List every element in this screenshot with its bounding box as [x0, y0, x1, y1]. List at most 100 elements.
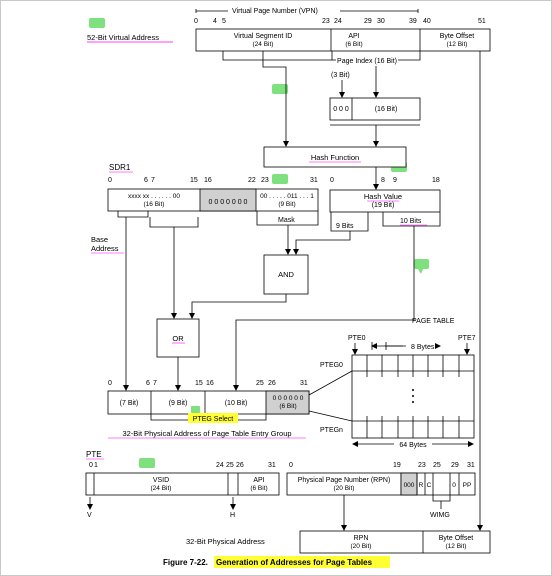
sdr1-zeros: 0 0 0 0 0 0 0	[209, 199, 248, 206]
comment-icon	[272, 84, 288, 94]
bit-number: 24	[334, 18, 342, 25]
bit-number: 39	[409, 18, 417, 25]
physical-rpn: RPN	[354, 535, 369, 542]
pteg-zeros: 0 0 0 0 0 0	[273, 395, 304, 402]
bit-number: 16	[204, 177, 212, 184]
bit-number: 5	[222, 18, 226, 25]
pte-rpn-size: (20 Bit)	[334, 485, 355, 492]
physical-address-register	[299, 530, 491, 554]
pte-word-0	[85, 472, 280, 496]
bit-number: 4	[213, 18, 217, 25]
vsid-to-hash-arrow	[262, 51, 289, 147]
sdr1-htaborg-size: (16 Bit)	[144, 201, 165, 208]
bit-number: 31	[467, 462, 475, 469]
comment-icon	[414, 259, 429, 269]
comment-icon	[272, 174, 288, 184]
bit-number: 23	[418, 462, 426, 469]
or-gate	[156, 318, 200, 358]
field-api-size: (6 Bit)	[345, 41, 362, 48]
caption-title: Generation of Addresses for Page Tables	[216, 558, 373, 567]
bit-number: 0	[330, 177, 334, 184]
physical-rpn-size: (20 Bit)	[351, 543, 372, 550]
mask-label: Mask	[278, 217, 295, 224]
sdr1-mask-bracket	[256, 211, 319, 226]
page-index-brace	[222, 51, 421, 61]
hash10-to-address-arrow	[233, 226, 415, 391]
ellipsis-dot	[412, 401, 414, 403]
bit-number: 25	[226, 462, 234, 469]
base-address-label: Base	[91, 235, 108, 244]
figure-caption: Figure 7-22. Generation of Addresses for…	[163, 556, 390, 568]
base-address-label-2: Address	[91, 244, 119, 253]
sdr1-zero-field	[199, 188, 257, 212]
and-to-or-arrow	[189, 294, 287, 319]
bit-number: 8	[381, 177, 385, 184]
pte-field-0: 0	[452, 482, 456, 489]
hash-split-right: 10 Bits	[400, 218, 422, 225]
bit-number: 7	[151, 177, 155, 184]
sdr1-htabmask-size: (9 Bit)	[278, 201, 295, 208]
pte-api-size: (6 Bit)	[250, 485, 267, 492]
row-width-label: 64 Bytes	[399, 442, 427, 449]
hash-10bit-bracket	[382, 212, 441, 227]
bit-number: 51	[478, 18, 486, 25]
physical-offset-size: (12 Bit)	[446, 543, 467, 550]
bit-number: 6	[144, 177, 148, 184]
bit-number: 9	[393, 177, 397, 184]
bit-number: 29	[451, 462, 459, 469]
comment-icon	[89, 18, 105, 28]
caption-highlight	[214, 556, 390, 568]
bit-number: 40	[423, 18, 431, 25]
hash-9bit-bracket	[330, 212, 369, 232]
bit-number: 29	[364, 18, 372, 25]
pte-field-pp: PP	[463, 482, 472, 489]
bit-number: 23	[261, 177, 269, 184]
address-pointer-top	[308, 370, 353, 396]
sdr1-label: SDR1	[109, 163, 131, 172]
padded-page-index: (3 Bit) 0 0 0 (16 Bit)	[329, 66, 421, 126]
pte-label: PTE	[86, 450, 102, 459]
h-bit-label: H	[230, 512, 235, 519]
field-vsid: Virtual Segment ID	[234, 33, 293, 40]
v-bit-label: V	[87, 512, 92, 519]
comment-icon	[191, 406, 200, 413]
pteg-select-label: PTEG Select	[193, 416, 234, 423]
bit-number: 25	[256, 380, 264, 387]
sdr1-base-lower-bracket	[149, 217, 199, 228]
pte-field-r: R	[419, 482, 424, 489]
field-byte-offset: Byte Offset	[440, 33, 475, 40]
hash-value-size: (19 Bit)	[372, 202, 395, 209]
address-pointer-bottom	[308, 410, 353, 422]
comment-icon	[139, 458, 155, 468]
bit-number: 19	[393, 462, 401, 469]
pteg-address-label: 32-Bit Physical Address of Page Table En…	[122, 429, 291, 438]
pte-field-c: C	[427, 482, 432, 489]
pte-vsid-size: (24 Bit)	[151, 485, 172, 492]
ptegn-cells	[366, 416, 460, 438]
pad-zeros: 0 0 0	[333, 106, 349, 113]
bit-number: 1	[94, 462, 98, 469]
pte-vsid: VSID	[153, 477, 169, 484]
pte-field-000: 000	[404, 482, 415, 489]
bit-number: 15	[195, 380, 203, 387]
pteg-first-label: PTEG0	[320, 362, 343, 369]
comment-icon-tail	[418, 269, 423, 274]
wimg-bracket	[432, 495, 451, 502]
pteg-select-highlight	[188, 413, 238, 423]
byte-width-label: 8 Bytes	[411, 344, 435, 351]
padded-index-size: (16 Bit)	[375, 106, 398, 113]
pteg-field-9bit: (9 Bit)	[169, 400, 188, 407]
pteg-field-7bit: (7 Bit)	[120, 400, 139, 407]
bit-number: 0	[108, 380, 112, 387]
caption-prefix: Figure 7-22.	[163, 558, 208, 567]
field-byte-offset-size: (12 Bit)	[447, 41, 468, 48]
virtual-address-register	[195, 28, 491, 52]
bit-number: 0	[89, 462, 93, 469]
pteg-address: 0 6 7 15 16 25 26 31 (7 Bit) (9 Bit) (10…	[107, 380, 310, 439]
virtual-address: 52-Bit Virtual Address Virtual Page Numb…	[87, 8, 491, 65]
bit-number: 26	[236, 462, 244, 469]
hash-split-left: 9 Bits	[336, 223, 354, 230]
physical-offset: Byte Offset	[439, 535, 474, 542]
pteg-zeros-size: (6 Bit)	[279, 403, 296, 410]
pte-word-1	[286, 472, 476, 496]
